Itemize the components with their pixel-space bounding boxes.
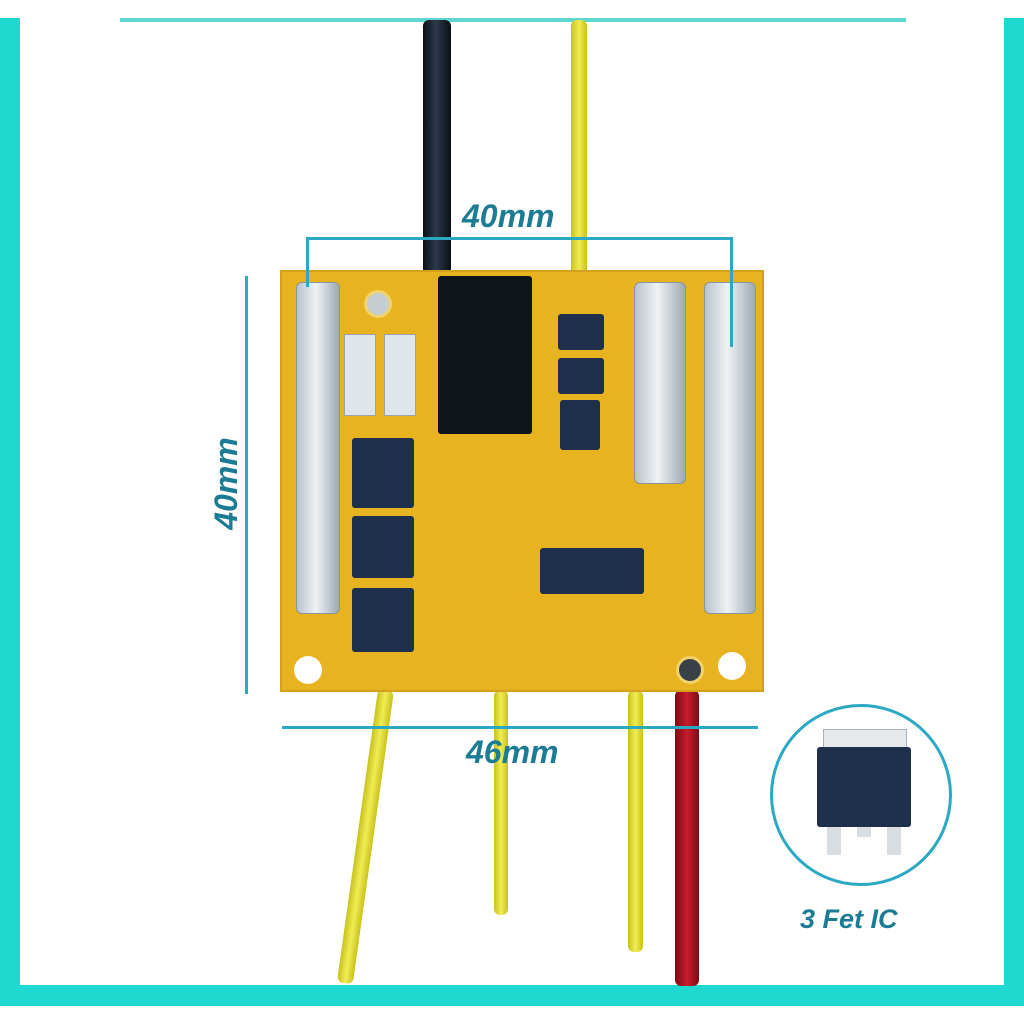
fet-ic-label: 3 Fet IC (800, 904, 898, 934)
solder-pad-bottom (676, 656, 704, 684)
mount-hole-right (718, 652, 746, 680)
pcb-board (280, 270, 764, 692)
mosfet-3 (352, 588, 414, 652)
nickel-tab-right-1 (634, 282, 686, 484)
solder-pad-top (364, 290, 392, 318)
small-ic (560, 400, 600, 450)
protection-ic (540, 548, 644, 594)
yellow-wire-bottom-3 (628, 690, 643, 952)
dimension-line-left (245, 276, 248, 694)
nickel-tab-left (296, 282, 340, 614)
mosfet-2 (352, 516, 414, 578)
power-inductor (438, 276, 532, 434)
red-wire (675, 690, 699, 986)
shunt-resistor-2 (384, 334, 416, 416)
dimension-line-bottom (282, 726, 758, 729)
frame-bottom-border (0, 985, 1024, 1006)
mosfet-1 (352, 438, 414, 508)
dimension-tick-top-right (730, 237, 733, 347)
diode-1 (558, 314, 604, 350)
fet-ic-inset-circle (770, 704, 952, 886)
dimension-label-bottom-width: 46mm (466, 734, 559, 770)
yellow-wire-top (571, 20, 587, 275)
frame-top-line (120, 18, 906, 22)
frame-right-border (1004, 18, 1024, 988)
mosfet-package-icon (817, 729, 911, 855)
dimension-tick-top-left (306, 237, 309, 287)
dimension-label-top-width: 40mm (462, 198, 555, 234)
yellow-wire-bottom-1 (336, 688, 394, 985)
black-wire (423, 20, 451, 275)
dimension-line-top (306, 237, 730, 240)
shunt-resistor-1 (344, 334, 376, 416)
mount-hole-left (294, 656, 322, 684)
yellow-wire-bottom-2 (494, 690, 508, 915)
frame-left-border (0, 18, 20, 988)
diode-2 (558, 358, 604, 394)
dimension-label-left-height: 40mm (207, 437, 244, 530)
